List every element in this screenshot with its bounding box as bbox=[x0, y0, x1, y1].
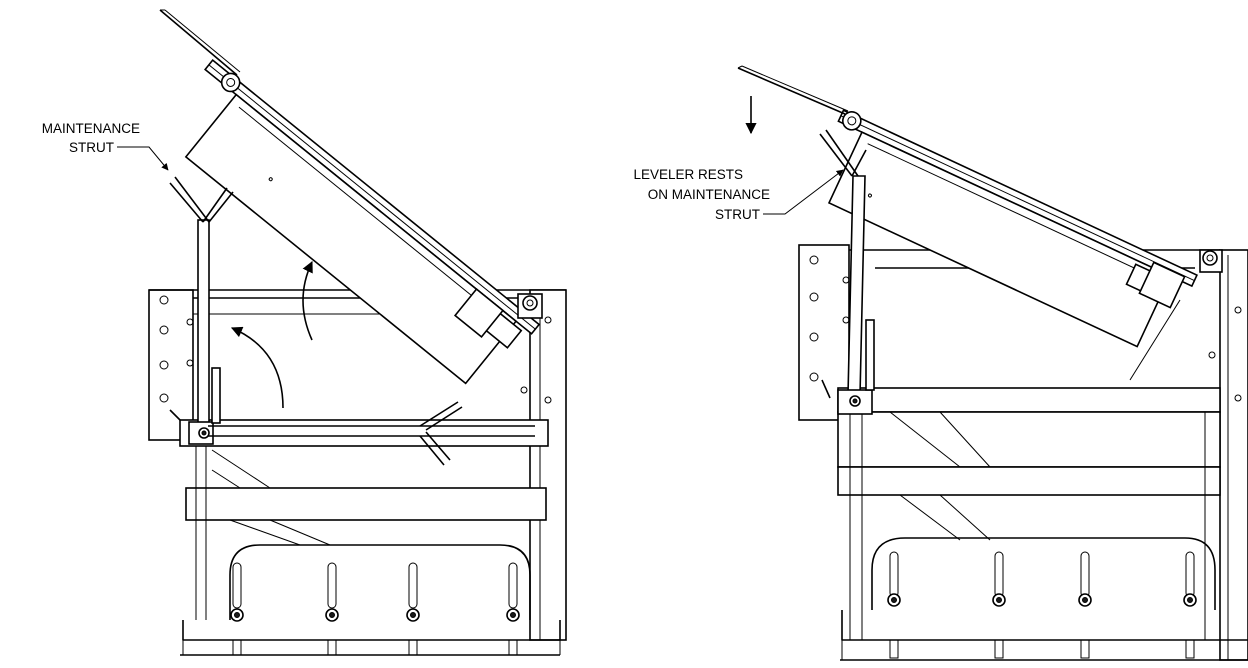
left-bolts bbox=[230, 562, 520, 656]
right-pit-frame bbox=[798, 244, 1248, 661]
left-stored-strut bbox=[208, 401, 535, 466]
left-view: MAINTENANCE STRUT bbox=[42, 9, 567, 656]
right-view: LEVELER RESTS ON MAINTENANCE STRUT bbox=[633, 65, 1248, 661]
right-rear-hinge bbox=[1138, 249, 1223, 309]
right-callout: LEVELER RESTS ON MAINTENANCE STRUT bbox=[633, 167, 844, 222]
right-maintenance-strut bbox=[819, 129, 875, 415]
callout-line: STRUT bbox=[69, 140, 114, 155]
curved-arrow-icon bbox=[230, 326, 284, 409]
left-maintenance-strut bbox=[169, 176, 234, 445]
left-rear-hinge bbox=[453, 287, 543, 339]
callout-line: STRUT bbox=[715, 207, 760, 222]
right-lip bbox=[737, 65, 849, 115]
curved-arrow-icon bbox=[302, 260, 313, 341]
right-bolts bbox=[887, 551, 1197, 659]
left-raised-deck bbox=[184, 59, 541, 385]
left-callout: MAINTENANCE STRUT bbox=[42, 121, 169, 171]
callout-line: MAINTENANCE bbox=[42, 121, 140, 136]
callout-line: LEVELER RESTS bbox=[633, 167, 743, 182]
callout-line: ON MAINTENANCE bbox=[648, 187, 770, 202]
left-lip bbox=[159, 9, 241, 76]
